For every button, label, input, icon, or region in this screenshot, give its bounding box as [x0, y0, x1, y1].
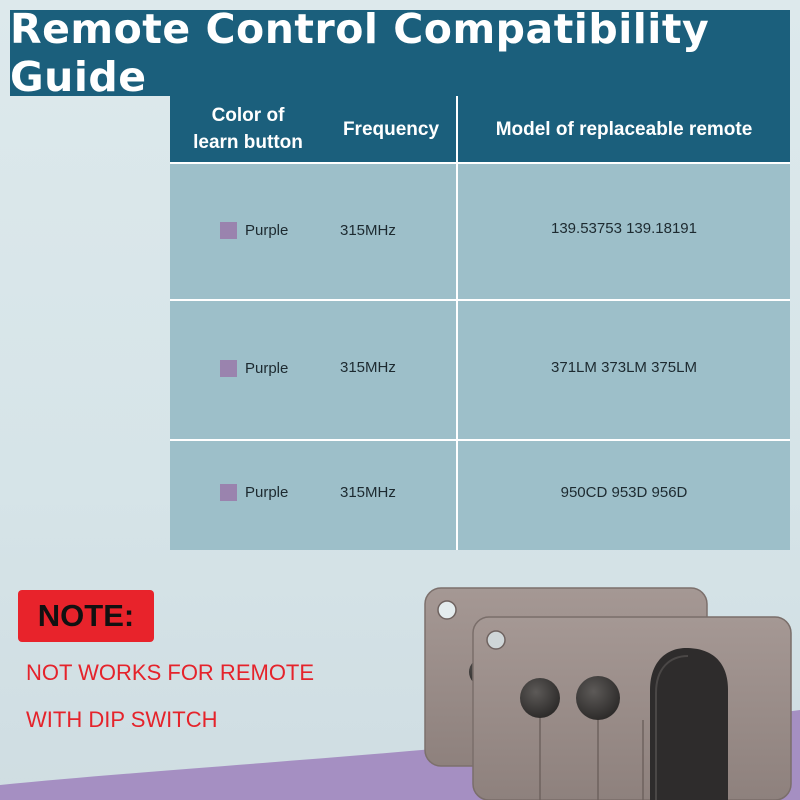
color-label: Purple [245, 360, 289, 377]
purple-swatch [220, 360, 237, 377]
model-cell: 371LM 373LM 375LM [551, 359, 697, 376]
column-divider [456, 96, 458, 550]
header-frequency: Frequency [342, 118, 440, 140]
color-cell: Purple [220, 484, 288, 501]
model-cell: 950CD 953D 956D [560, 484, 688, 501]
purple-swatch [220, 484, 237, 501]
keyring-hole [437, 600, 457, 620]
row-divider [170, 299, 790, 301]
frequency-cell: 315MHz [340, 222, 396, 239]
model-cell: 139.53753 139.18191 [551, 220, 697, 237]
remote-button-1 [520, 678, 560, 718]
row-divider [170, 439, 790, 441]
note-line: WITH DIP SWITCH [26, 707, 218, 732]
remote-illustration [0, 587, 800, 800]
page-title: Remote Control Compatibility Guide [10, 5, 710, 101]
compatibility-table: Color of learn button Frequency Model of… [170, 96, 790, 550]
header-model: Model of replaceable remote [495, 118, 753, 140]
front-remote [472, 616, 792, 800]
color-cell: Purple [220, 360, 288, 377]
title-banner: Remote Control Compatibility Guide [10, 5, 790, 101]
header-color-of-learn-button: Color of learn button [193, 105, 303, 153]
frequency-cell: 315MHz [340, 484, 396, 501]
frequency-cell: 315MHz [340, 359, 396, 376]
table-row: Purple 315MHz 139.53753 139.18191 [170, 164, 790, 299]
remote-button-2 [576, 676, 620, 720]
remote-button-3 [650, 648, 728, 800]
note-line: NOT WORKS FOR REMOTE [26, 660, 315, 685]
note-badge: NOTE: [18, 590, 154, 642]
table-row: Purple 315MHz 371LM 373LM 375LM [170, 301, 790, 439]
table-row: Purple 315MHz 950CD 953D 956D [170, 441, 790, 550]
note-label: NOTE: [37, 598, 135, 633]
color-label: Purple [245, 222, 289, 239]
purple-swatch [220, 222, 237, 239]
table-header: Color of learn button Frequency Model of… [170, 96, 790, 162]
color-label: Purple [245, 484, 289, 501]
color-cell: Purple [220, 222, 288, 239]
row-divider [170, 162, 790, 164]
keyring-hole [486, 630, 506, 650]
